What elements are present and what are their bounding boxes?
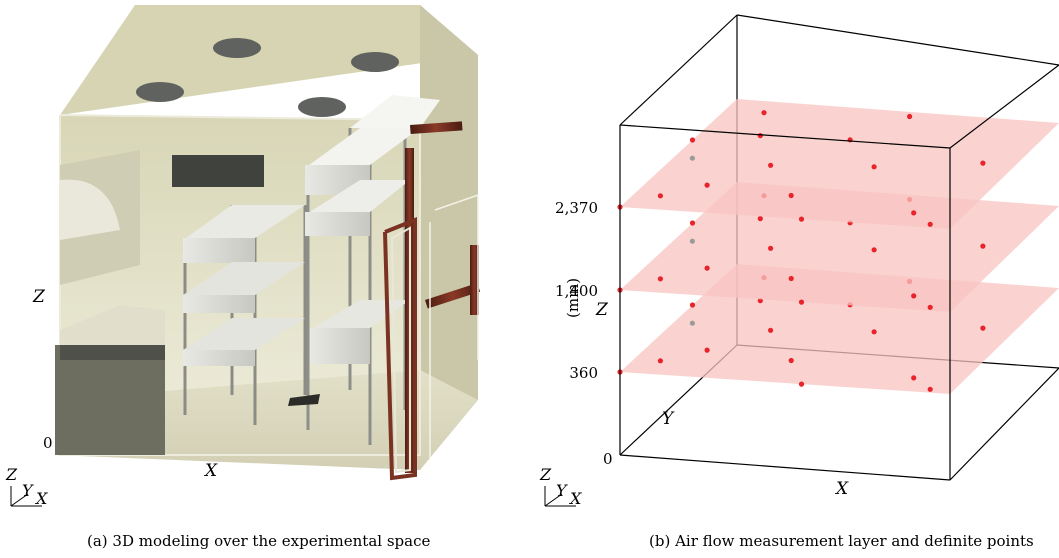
floor-shadow xyxy=(288,394,320,406)
measurement-point xyxy=(871,164,877,170)
diffuser xyxy=(136,82,184,102)
measurement-point xyxy=(911,293,917,299)
measurement-point xyxy=(911,210,917,216)
measurement-box-front xyxy=(619,64,1059,481)
panel-a-z-label: Z xyxy=(32,287,46,307)
pipe xyxy=(470,245,479,315)
measurement-point xyxy=(761,110,767,116)
shelf-boards xyxy=(183,205,305,366)
diffuser xyxy=(351,52,399,72)
measurement-point xyxy=(788,192,794,199)
diffuser xyxy=(213,38,261,58)
diffuser xyxy=(298,97,346,117)
box-edge xyxy=(949,64,1059,149)
panel-a-caption: (a) 3D modeling over the experimental sp… xyxy=(87,532,430,550)
panel-b-z-label: Z xyxy=(595,300,609,320)
panel-a-x-label: X xyxy=(203,461,218,481)
layer-height-label: 2,370 xyxy=(555,199,598,217)
measurement-point xyxy=(871,329,877,335)
measurement-point xyxy=(927,386,933,392)
panel-b-x-label: X xyxy=(834,479,849,499)
measurement-point xyxy=(907,113,913,120)
measurement-point xyxy=(657,276,664,282)
measurement-plane xyxy=(620,99,1059,229)
measurement-point xyxy=(657,193,664,199)
cabinet-top xyxy=(60,305,165,345)
panel-b-caption: (b) Air flow measurement layer and defin… xyxy=(649,532,1034,550)
wall-vent xyxy=(172,155,264,187)
shelf-boards xyxy=(305,95,440,364)
measurement-point xyxy=(689,302,696,308)
measurement-point xyxy=(871,247,877,253)
panel-b-triad-y: Y xyxy=(556,481,568,500)
measurement-point xyxy=(689,220,696,226)
measurement-point xyxy=(788,275,794,282)
box-edge xyxy=(619,124,951,149)
measurement-point xyxy=(798,216,805,222)
panel-a-triad-z: Z xyxy=(5,465,18,484)
measurement-layers xyxy=(617,99,1059,394)
measurement-point xyxy=(980,243,986,249)
panel-b-unit-label: (mm) xyxy=(564,278,582,318)
box-edge xyxy=(619,14,738,126)
pipe xyxy=(410,121,463,134)
air-unit-duct xyxy=(60,179,120,240)
measurement-point xyxy=(704,265,710,271)
panel-b-triad-z: Z xyxy=(539,465,552,484)
measurement-point xyxy=(798,299,805,305)
panel-a-triad-x: X xyxy=(34,489,48,508)
measurement-point xyxy=(768,162,774,168)
measurement-point-inactive xyxy=(689,320,696,326)
measurement-point-inactive xyxy=(689,155,696,161)
measurement-point xyxy=(657,358,664,364)
panel-a-triad-y: Y xyxy=(22,481,34,500)
cabinet-shadow xyxy=(60,345,165,360)
measurement-point xyxy=(980,160,986,166)
box-edge xyxy=(619,454,951,481)
box-edge xyxy=(736,14,1059,66)
glass-frame xyxy=(434,193,479,360)
measurement-point xyxy=(704,182,710,188)
panel-b-y-label: Y xyxy=(662,409,675,429)
cabinet-front xyxy=(55,345,165,455)
pipe xyxy=(424,283,481,309)
measurement-point xyxy=(704,347,710,353)
measurement-point xyxy=(788,357,794,364)
layer-height-labels: 360 1,400 2,370 xyxy=(555,199,598,382)
measurement-point xyxy=(689,137,696,143)
panel-a-axis-triad-icon xyxy=(10,486,42,507)
pipe-frame xyxy=(383,217,417,481)
measurement-point xyxy=(927,304,933,310)
measurement-point-inactive xyxy=(689,238,696,244)
measurement-point xyxy=(768,245,774,251)
panel-b-axis-triad-icon xyxy=(544,486,576,507)
room-right-wall xyxy=(420,5,478,445)
panel-b-origin-label: 0 xyxy=(603,450,613,468)
box-edge xyxy=(949,367,1059,481)
layer-height-label: 360 xyxy=(569,364,598,382)
pipe-frame-inner xyxy=(391,226,411,474)
measurement-point xyxy=(757,216,763,222)
measurement-point xyxy=(980,325,986,331)
panel-b-triad-x: X xyxy=(568,489,582,508)
layer-height-label: 1,400 xyxy=(555,282,598,300)
panel-a-origin-label: 0 xyxy=(43,434,53,452)
room-model xyxy=(55,5,481,481)
measurement-point xyxy=(798,381,805,387)
measurement-point xyxy=(768,327,774,333)
measurement-point xyxy=(757,133,763,139)
measurement-point xyxy=(927,221,933,227)
measurement-point xyxy=(911,375,917,381)
